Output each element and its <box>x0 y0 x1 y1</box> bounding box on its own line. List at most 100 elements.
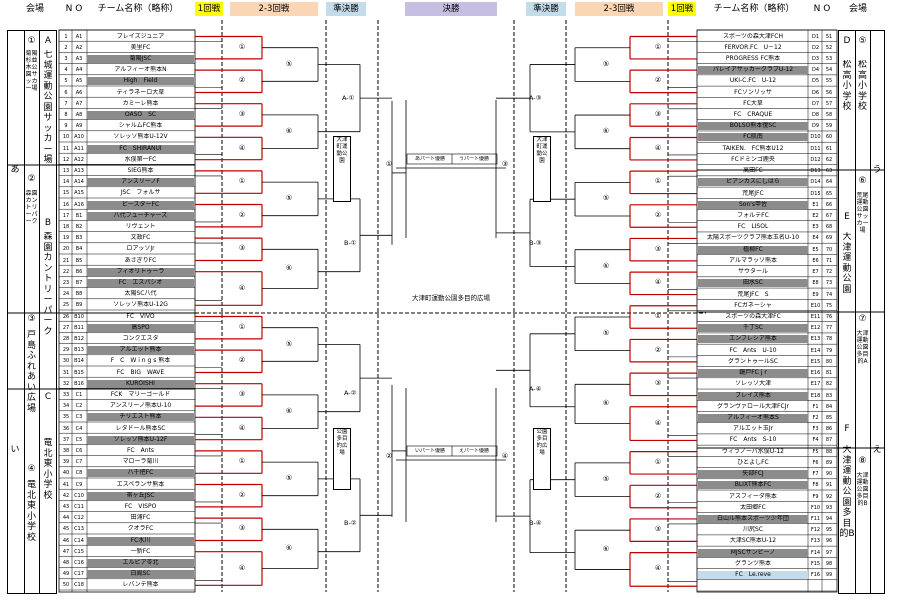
team-no-right: E10 <box>810 302 821 309</box>
team-name-right: FC航南 <box>698 133 808 142</box>
team-seq-right: 69 <box>825 235 833 242</box>
team-no-left: B8 <box>75 291 83 298</box>
team-no-left: C18 <box>74 582 84 589</box>
team-seq-left: 21 <box>62 257 70 264</box>
team-no-left: B13 <box>74 347 84 354</box>
semi-B4: B-④ <box>529 519 542 527</box>
final-box-i: いパート優勝 <box>414 448 445 454</box>
team-no-left: C7 <box>75 459 83 466</box>
team-name-left: 太陽SC八代 <box>124 290 157 298</box>
team-no-right: D12 <box>810 156 821 163</box>
match-number: ⑤ <box>285 59 293 68</box>
team-name-right: BLIXT熊本FC <box>698 481 808 490</box>
team-seq-left: 25 <box>62 302 70 309</box>
team-name-left: クオラFC <box>127 525 154 533</box>
venue-6-name: 荒尾運動公園サッカー場 <box>856 192 869 234</box>
venue-D-mark: D <box>843 36 851 46</box>
team-no-left: B15 <box>74 369 84 376</box>
team-name-left: KUROISHI <box>87 379 194 388</box>
team-name-left: 田浦FC <box>130 514 151 522</box>
header-no-left: N O <box>65 4 83 14</box>
semi-A1: A-① <box>342 94 355 102</box>
team-name-right: BOLSO熊本復SC <box>698 122 808 131</box>
team-seq-left: 39 <box>62 459 70 466</box>
team-seq-right: 79 <box>825 347 833 354</box>
match-number: ① <box>238 322 246 331</box>
team-no-right: D11 <box>810 145 821 152</box>
team-no-right: F11 <box>810 515 821 522</box>
team-no-left: A8 <box>75 111 83 118</box>
team-name-right: 矢部FCJ <box>698 470 808 479</box>
team-seq-right: 96 <box>825 538 833 545</box>
team-seq-left: 6 <box>64 89 68 96</box>
team-seq-right: 86 <box>825 426 833 433</box>
match-number: ① <box>654 457 662 466</box>
team-no-left: C2 <box>75 403 83 410</box>
team-no-left: A14 <box>74 179 84 186</box>
team-seq-right: 92 <box>825 493 833 500</box>
venue-7-name: 大津運動公園多目的A <box>856 330 869 365</box>
team-no-left: B1 <box>75 212 83 219</box>
team-name-left: FC BIG WAVE <box>116 368 165 376</box>
team-no-left: C11 <box>74 503 84 510</box>
team-no-right: F2 <box>812 414 819 421</box>
venue-col-right3 <box>870 30 885 594</box>
team-name-left: エルピア苓北 <box>87 558 194 567</box>
team-no-left: C16 <box>74 559 84 566</box>
header-r23-left: 2-3回戦 <box>230 2 318 16</box>
team-seq-right: 54 <box>825 67 833 74</box>
team-name-left: FC SHIRANUI <box>87 144 194 153</box>
center-2: ② <box>385 452 393 460</box>
team-seq-right: 59 <box>825 123 833 130</box>
header-r23-right: 2-3回戦 <box>575 2 663 16</box>
team-seq-right: 88 <box>825 448 833 455</box>
team-name-right: ヴィラノーバ水俣U-12 <box>721 447 784 455</box>
team-no-left: B2 <box>75 223 83 230</box>
final-box-a: あパート優勝 <box>414 156 445 162</box>
team-seq-right: 53 <box>825 55 833 62</box>
team-seq-left: 1 <box>64 33 68 40</box>
team-no-left: A10 <box>74 134 84 141</box>
team-name-left: 一新FC <box>130 547 151 555</box>
match-number: ⑤ <box>602 474 610 483</box>
venue-4-name: 竜北東小学校 <box>26 480 36 543</box>
team-no-right: F15 <box>810 560 821 567</box>
header-no-right: N O <box>813 4 831 14</box>
team-seq-left: 19 <box>62 235 70 242</box>
team-seq-right: 83 <box>825 392 833 399</box>
team-no-right: F14 <box>810 549 821 556</box>
match-number: ③ <box>238 389 246 398</box>
venue-3-name: 戸島ふれあい広場 <box>26 330 36 414</box>
team-name-left: ソレッソ熊本U-12G <box>113 301 168 309</box>
part-a-label: あ <box>10 165 20 175</box>
team-no-right: F3 <box>812 426 819 433</box>
team-seq-left: 11 <box>62 145 70 152</box>
team-no-right: E4 <box>812 235 819 242</box>
header-team-right: チーム名称（略称） <box>713 4 795 14</box>
match-number: ⑤ <box>602 59 610 68</box>
match-number: ⑥ <box>285 126 293 135</box>
match-number: ⑤ <box>285 473 293 482</box>
header-final: 決勝 <box>405 2 497 16</box>
match-number: ⑥ <box>285 406 293 415</box>
semi-venue-box-2: 大津町運動公園 <box>533 136 551 202</box>
team-seq-right: 93 <box>825 504 833 511</box>
team-seq-left: 4 <box>64 67 68 74</box>
team-name-left: ブレイズジュニア <box>116 32 165 40</box>
match-number: ④ <box>238 143 246 152</box>
venue-col-left2 <box>23 30 40 594</box>
team-no-left: A5 <box>75 78 83 85</box>
team-name-left: ディラネーロ大草 <box>116 88 165 96</box>
team-seq-right: 65 <box>825 190 833 197</box>
team-no-right: D10 <box>810 134 821 141</box>
team-name-right: Son's甲佐 <box>698 200 808 209</box>
team-no-right: F1 <box>812 403 819 410</box>
team-seq-left: 46 <box>62 537 70 544</box>
team-seq-right: 98 <box>825 560 833 567</box>
team-name-left: JSC フォルサ <box>120 189 161 197</box>
match-number: ③ <box>654 525 662 534</box>
team-seq-left: 20 <box>62 246 70 253</box>
team-seq-left: 7 <box>64 100 68 107</box>
match-number: ② <box>238 356 246 365</box>
